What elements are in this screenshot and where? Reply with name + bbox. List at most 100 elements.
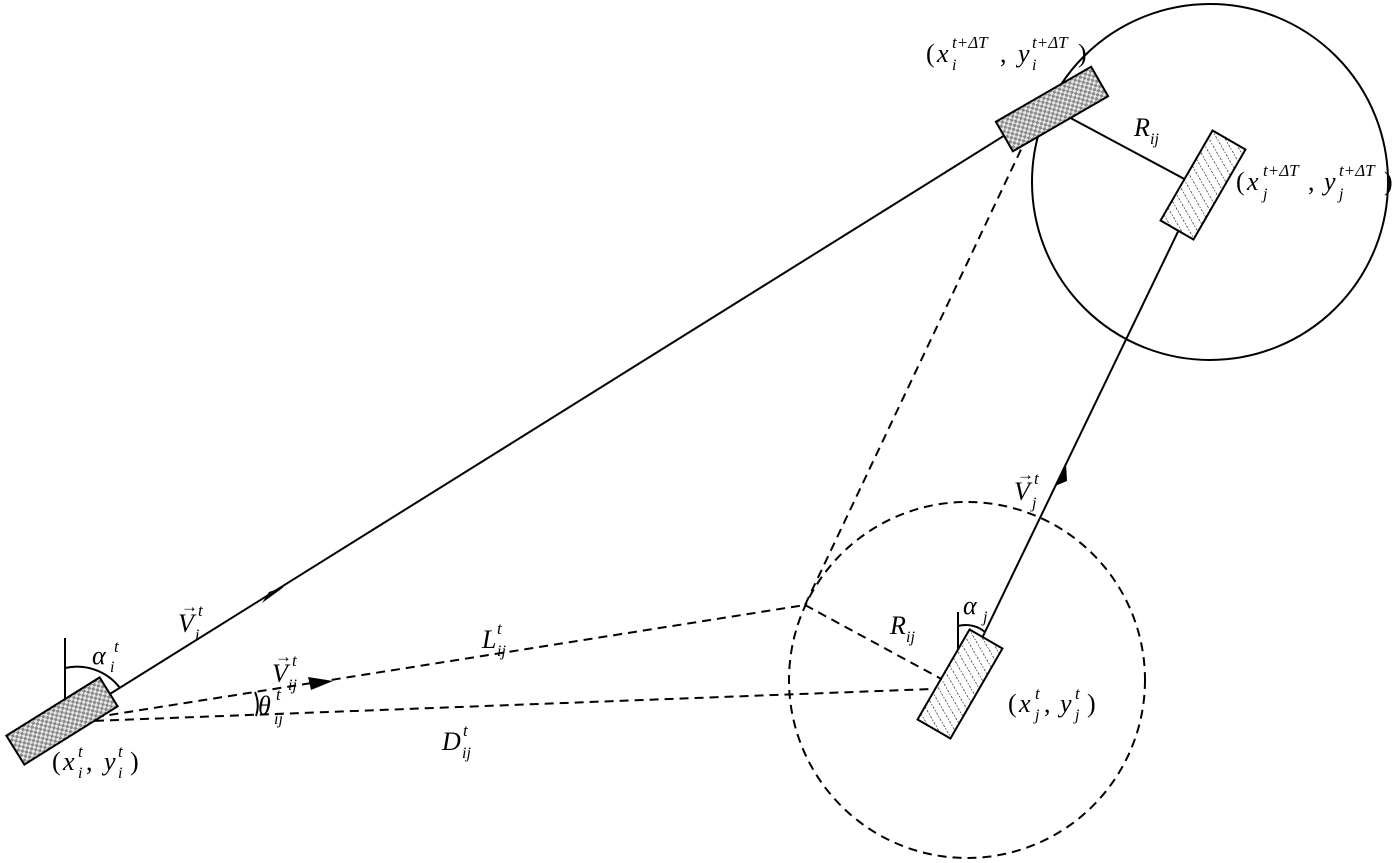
tangent-radius-dline	[804, 604, 959, 689]
svg-text:V: V	[178, 609, 197, 638]
svg-text:(: (	[52, 747, 61, 776]
svg-text:(: (	[1008, 689, 1017, 718]
svg-text:(: (	[1236, 167, 1245, 196]
relative-distance-dline	[64, 687, 959, 723]
theta-ij-label: θ ij t	[258, 685, 283, 728]
svg-text:t+ΔT: t+ΔT	[1339, 161, 1376, 180]
svg-text:i: i	[118, 765, 122, 782]
svg-text:t: t	[276, 685, 282, 704]
svg-text:V: V	[272, 659, 291, 688]
svg-text:i: i	[110, 659, 114, 676]
svg-text:): )	[1078, 39, 1087, 68]
alpha-i-label: α i t	[92, 637, 120, 676]
alpha-j-label: α j	[963, 591, 988, 626]
svg-text:→: →	[181, 597, 198, 616]
svg-text:y: y	[1015, 39, 1030, 68]
velocity-i-line	[64, 106, 1051, 723]
position-i-future-label: ( x i t+ΔT , y i t+ΔT )	[926, 33, 1087, 74]
relative-velocity-dline	[64, 604, 806, 723]
svg-text:t: t	[114, 637, 120, 656]
svg-text:ij: ij	[1150, 131, 1159, 148]
svg-text:j: j	[1030, 495, 1037, 512]
velocity-j-line	[957, 185, 1201, 689]
svg-text:,: ,	[1308, 167, 1315, 196]
vehicle-j-current	[916, 628, 1004, 740]
theta-ij-arc	[254, 691, 259, 717]
svg-text:t: t	[463, 721, 469, 740]
svg-text:i: i	[952, 57, 956, 74]
svg-text:y: y	[101, 747, 116, 776]
svg-text:t: t	[78, 742, 84, 761]
velocity-i-arrowhead	[262, 587, 284, 603]
svg-text:→: →	[1017, 465, 1034, 484]
current-safety-circle	[788, 501, 1146, 859]
svg-text:t+ΔT: t+ΔT	[1032, 33, 1069, 52]
svg-text:j: j	[1073, 707, 1080, 724]
svg-text:t+ΔT: t+ΔT	[952, 33, 989, 52]
svg-text:y: y	[1057, 689, 1072, 718]
svg-text:R: R	[889, 611, 906, 640]
svg-text:x: x	[62, 747, 75, 776]
svg-text:t: t	[118, 742, 124, 761]
vehicle-i-future	[994, 65, 1110, 153]
svg-text:): )	[130, 747, 139, 776]
svg-text:ij: ij	[274, 711, 283, 728]
relative-velocity-arrowhead	[308, 677, 333, 690]
svg-text:x: x	[936, 39, 949, 68]
svg-text:D: D	[441, 727, 461, 756]
svg-text:,: ,	[1044, 689, 1051, 718]
position-j-future-label: ( x j t+ΔT , y j t+ΔT )	[1236, 161, 1393, 203]
velocity-j-label: → V j t	[1014, 465, 1040, 512]
future-separation-line	[1049, 106, 1191, 183]
svg-text:α: α	[92, 641, 107, 670]
relative-velocity-label: → V ij t	[272, 647, 298, 694]
svg-text:j: j	[1261, 186, 1268, 203]
svg-text:R: R	[1133, 113, 1150, 142]
svg-text:V: V	[1014, 477, 1033, 506]
svg-text:α: α	[963, 591, 978, 620]
svg-text:t: t	[198, 601, 204, 620]
vehicle-j-future	[1159, 129, 1247, 241]
relative-distance-label: D ij t	[441, 721, 471, 762]
svg-text:ij: ij	[288, 677, 297, 694]
safety-radius-current-label: R ij	[889, 611, 915, 646]
svg-text:ij: ij	[462, 745, 471, 762]
svg-text:t: t	[1034, 469, 1040, 488]
alpha-i-arc	[64, 665, 121, 689]
svg-text:i: i	[1032, 57, 1036, 74]
alpha-j-arc	[957, 623, 986, 633]
tangent-length-label: L ij t	[481, 619, 506, 660]
svg-text:x: x	[1018, 689, 1031, 718]
svg-text:): )	[1087, 689, 1096, 718]
svg-text:i: i	[78, 765, 82, 782]
svg-text:t: t	[497, 619, 503, 638]
svg-text:→: →	[275, 647, 292, 666]
svg-text:j: j	[1337, 186, 1344, 203]
svg-text:L: L	[481, 625, 496, 654]
svg-text:(: (	[926, 39, 935, 68]
velocity-i-label: → V i t	[178, 597, 204, 644]
svg-text:,: ,	[86, 747, 93, 776]
position-i-current-label: ( x i t , y i t )	[52, 742, 139, 782]
svg-text:t: t	[292, 651, 298, 670]
svg-text:): )	[1384, 167, 1393, 196]
svg-text:x: x	[1246, 167, 1259, 196]
svg-text:j: j	[981, 609, 988, 626]
svg-text:ij: ij	[906, 629, 915, 646]
svg-text:ij: ij	[497, 643, 506, 660]
future-safety-circle	[1031, 3, 1389, 361]
position-j-current-label: ( x j t , y j t )	[1008, 684, 1096, 724]
velocity-j-arrowhead	[1055, 463, 1067, 486]
svg-text:t: t	[1075, 684, 1081, 703]
svg-text:j: j	[1033, 707, 1040, 724]
vehicle-i-current	[4, 676, 120, 766]
svg-text:θ: θ	[258, 691, 271, 720]
safety-radius-future-label: R ij	[1133, 113, 1159, 148]
svg-text:t: t	[1035, 684, 1041, 703]
svg-text:y: y	[1321, 167, 1336, 196]
tangent-extension-dline	[804, 119, 1036, 606]
svg-text:i: i	[195, 627, 199, 644]
svg-text:t+ΔT: t+ΔT	[1263, 161, 1300, 180]
svg-text:,: ,	[1000, 39, 1007, 68]
